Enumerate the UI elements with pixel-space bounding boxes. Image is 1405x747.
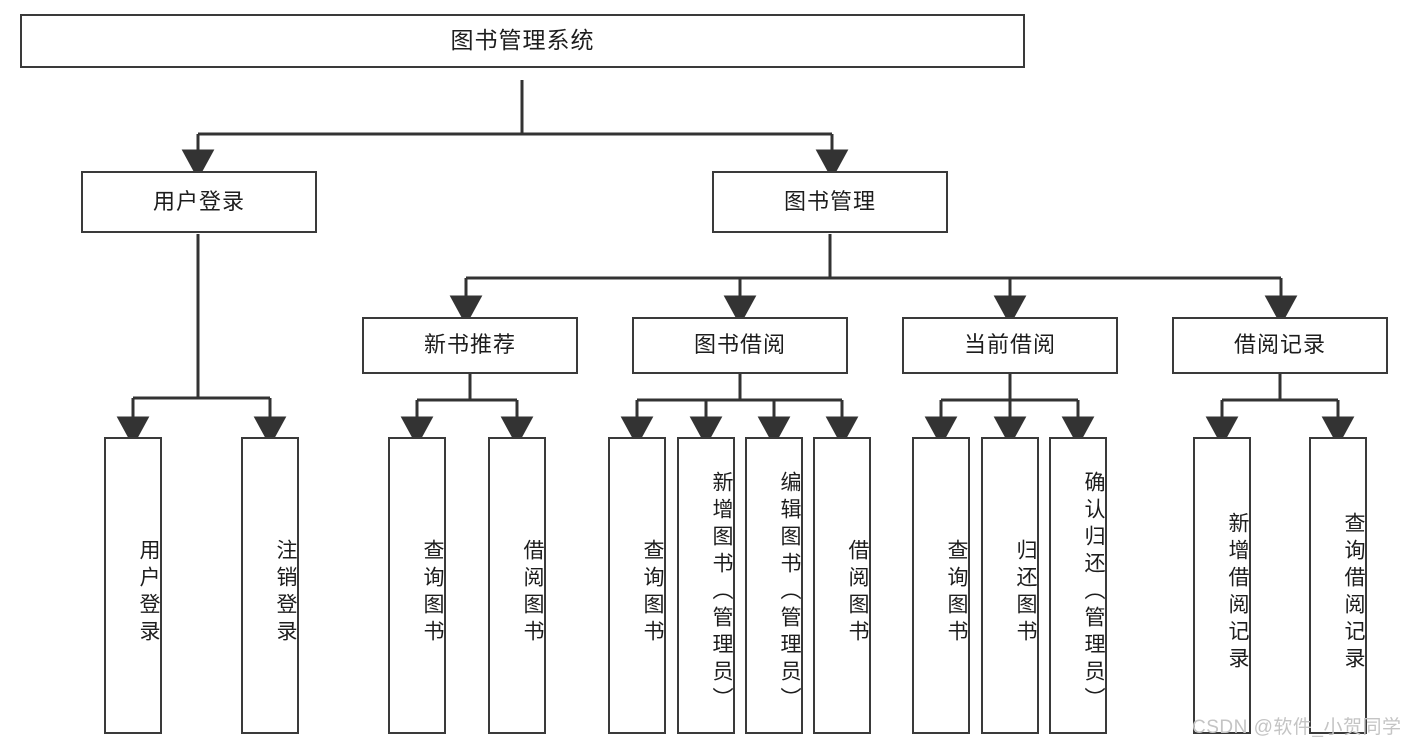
node-leaf-query-book-1[interactable]: 查询图书 — [388, 437, 446, 734]
node-leaf-confirm-return-label: 确认归还（管理员） — [1082, 471, 1105, 714]
node-borrow-record-label: 借阅记录 — [1233, 332, 1326, 358]
node-leaf-query-record-label: 查询借阅记录 — [1342, 511, 1365, 674]
node-leaf-borrow-book-1[interactable]: 借阅图书 — [488, 437, 546, 734]
node-leaf-add-book-label: 新增图书（管理员） — [710, 471, 733, 714]
node-leaf-borrow-book-1-label: 借阅图书 — [521, 538, 544, 647]
node-leaf-borrow-book-2-label: 借阅图书 — [846, 538, 869, 647]
node-book-manage[interactable]: 图书管理 — [712, 171, 948, 233]
node-book-borrow-label: 图书借阅 — [693, 332, 786, 358]
node-leaf-confirm-return[interactable]: 确认归还（管理员） — [1049, 437, 1107, 734]
node-leaf-query-book-2[interactable]: 查询图书 — [608, 437, 666, 734]
node-leaf-borrow-book-2[interactable]: 借阅图书 — [813, 437, 871, 734]
node-leaf-add-record-label: 新增借阅记录 — [1226, 511, 1249, 674]
node-current-borrow[interactable]: 当前借阅 — [902, 317, 1118, 374]
node-leaf-add-book[interactable]: 新增图书（管理员） — [677, 437, 735, 734]
node-book-manage-label: 图书管理 — [783, 188, 876, 214]
node-leaf-edit-book-label: 编辑图书（管理员） — [778, 471, 801, 714]
node-leaf-query-book-3[interactable]: 查询图书 — [912, 437, 970, 734]
node-new-book-recommend-label: 新书推荐 — [423, 332, 516, 358]
node-leaf-return-book-label: 归还图书 — [1014, 538, 1037, 647]
node-leaf-logout[interactable]: 注销登录 — [241, 437, 299, 734]
node-leaf-query-book-3-label: 查询图书 — [945, 538, 968, 647]
node-user-login[interactable]: 用户登录 — [81, 171, 317, 233]
node-leaf-user-login[interactable]: 用户登录 — [104, 437, 162, 734]
node-borrow-record[interactable]: 借阅记录 — [1172, 317, 1388, 374]
node-leaf-logout-label: 注销登录 — [274, 538, 297, 647]
node-leaf-query-book-1-label: 查询图书 — [421, 538, 444, 647]
node-current-borrow-label: 当前借阅 — [963, 332, 1056, 358]
node-root[interactable]: 图书管理系统 — [20, 14, 1025, 68]
node-root-label: 图书管理系统 — [450, 27, 595, 54]
node-leaf-query-record[interactable]: 查询借阅记录 — [1309, 437, 1367, 734]
node-new-book-recommend[interactable]: 新书推荐 — [362, 317, 578, 374]
node-user-login-label: 用户登录 — [152, 188, 245, 214]
node-book-borrow[interactable]: 图书借阅 — [632, 317, 848, 374]
node-leaf-user-login-label: 用户登录 — [137, 538, 160, 647]
node-leaf-query-book-2-label: 查询图书 — [641, 538, 664, 647]
node-leaf-edit-book[interactable]: 编辑图书（管理员） — [745, 437, 803, 734]
node-leaf-return-book[interactable]: 归还图书 — [981, 437, 1039, 734]
watermark-text: CSDN @软件_小贺同学 — [1192, 717, 1402, 738]
node-leaf-add-record[interactable]: 新增借阅记录 — [1193, 437, 1251, 734]
